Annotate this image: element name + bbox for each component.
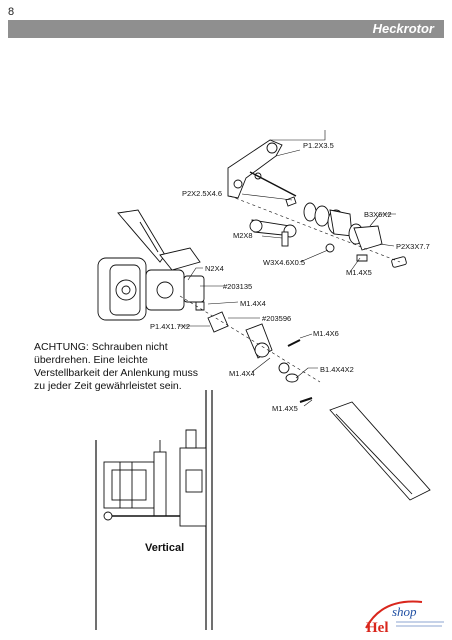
- tail-blade-upper: [117, 209, 166, 263]
- page-title: Heckrotor: [372, 21, 434, 36]
- page-number: 8: [8, 6, 15, 18]
- label-m1-4x5-top: M1.4X5: [346, 268, 372, 277]
- header-bar: Heckrotor: [8, 20, 444, 38]
- label-n2x4: N2X4: [205, 264, 224, 273]
- label-m1-4x5-bottom: M1.4X5: [272, 404, 298, 413]
- part-labels: P1.2X3.5 P2X2.5X4.6 B3X6X2 M2X8 P2X3X7.7…: [150, 141, 430, 413]
- pin-p2x3x7-7: [391, 256, 407, 268]
- control-link: [207, 311, 229, 333]
- label-m2x8: M2X8: [233, 231, 253, 240]
- bearing-large: [303, 202, 317, 222]
- vertical-view: [95, 390, 213, 630]
- label-w3x4-6x0-5: W3X4.6X0.5: [263, 258, 305, 267]
- slider-bracket: [353, 225, 383, 251]
- logo-line2: Hel: [366, 620, 389, 636]
- label-m1-4x6: M1.4X6: [313, 329, 339, 338]
- label-p2x2-5x4-6: P2X2.5X4.6: [182, 189, 222, 198]
- tail-blade-lower: [329, 401, 431, 501]
- label-b1-4x4x2: B1.4X4X2: [320, 365, 354, 374]
- heli-shop-logo: shop Hel: [365, 600, 444, 636]
- label-p2x3x7-7: P2X3X7.7: [396, 242, 430, 251]
- pitch-lever: [227, 139, 297, 199]
- tail-hub-assembly: [97, 247, 205, 321]
- label-m1-4x4-top: M1.4X4: [240, 299, 266, 308]
- label-p1-2x3-5: P1.2X3.5: [303, 141, 334, 150]
- vertical-caption: Vertical: [145, 542, 184, 554]
- warning-text: ACHTUNG: Schrauben nicht überdrehen. Ein…: [34, 341, 199, 392]
- logo-line1: shop: [392, 604, 417, 619]
- label-p1-4x1-7x2: P1.4X1.7X2: [150, 322, 190, 331]
- label-203596: #203596: [262, 314, 291, 323]
- label-m1-4x4-bottom: M1.4X4: [229, 369, 255, 378]
- label-203135: #203135: [223, 282, 252, 291]
- label-b3x6x2: B3X6X2: [364, 210, 392, 219]
